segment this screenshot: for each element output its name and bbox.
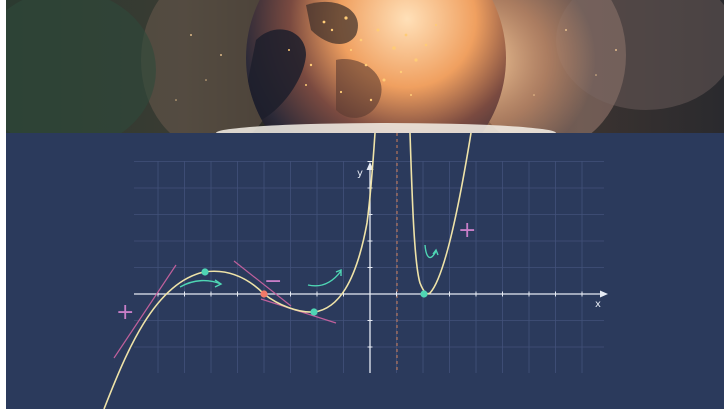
y-axis-label: y	[357, 168, 363, 179]
tangent-line-middle	[233, 260, 292, 307]
local-minimum-point	[310, 308, 318, 316]
function-graph: y x	[6, 133, 724, 409]
image-frame: y x	[6, 0, 724, 409]
curve-right-branch	[409, 133, 472, 295]
concave-up-arrowhead-middle	[335, 268, 342, 276]
local-maximum-point	[201, 268, 209, 276]
key-points	[201, 268, 428, 316]
concave-up-arrowhead-right	[432, 248, 439, 256]
function-curve	[103, 133, 472, 409]
tangent-line-left	[113, 264, 177, 359]
graph-canvas: y x	[103, 133, 608, 409]
concavity-arrows	[179, 244, 439, 288]
concave-down-arrow	[179, 279, 222, 288]
sign-label-left: +	[116, 300, 134, 325]
concave-down-arrowhead	[214, 279, 223, 288]
sign-labels: + − +	[116, 218, 476, 325]
sign-label-right: +	[458, 218, 476, 243]
right-minimum-point	[420, 290, 428, 298]
earth-photo	[6, 0, 724, 133]
concave-up-arrow-right	[424, 244, 437, 259]
curve-left-branch	[103, 133, 376, 409]
tangent-lines	[113, 260, 337, 359]
x-intercept-point	[260, 290, 268, 298]
x-axis-arrow	[600, 290, 608, 298]
earth-illustration	[6, 0, 724, 133]
concave-up-arrow-middle	[307, 270, 342, 287]
x-axis-label: x	[595, 299, 601, 310]
sign-label-middle: −	[264, 269, 282, 294]
